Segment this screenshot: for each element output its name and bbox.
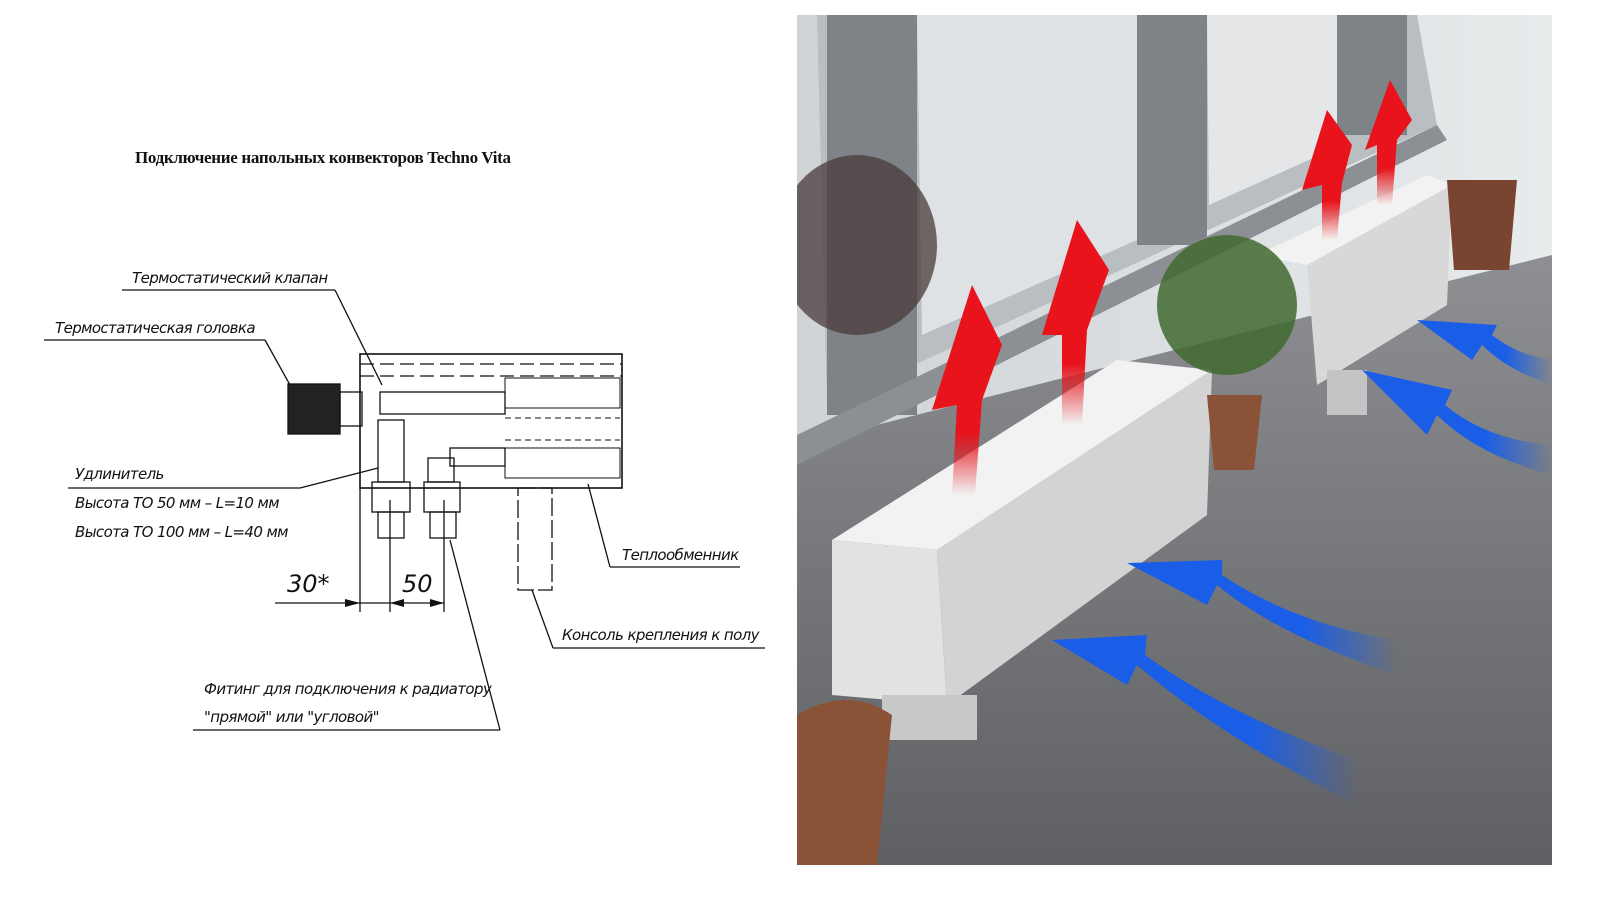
- label-fitting-line2: "прямой" или "угловой": [204, 708, 379, 726]
- plants: [797, 155, 1517, 865]
- label-fitting-line1: Фитинг для подключения к радиатору: [204, 680, 493, 698]
- warm-air-arrow: [1302, 110, 1352, 240]
- dimension-left: 30*: [287, 570, 330, 598]
- dimension-right: 50: [402, 570, 433, 598]
- label-heat-exchanger: Теплообменник: [622, 546, 739, 564]
- convector-front: [832, 360, 1212, 740]
- warm-air-arrows: [932, 80, 1412, 495]
- cold-air-arrows: [1052, 320, 1552, 805]
- label-extender-line1: Высота ТО 50 мм – L=10 мм: [75, 494, 279, 512]
- cold-air-arrow: [1417, 320, 1552, 385]
- warm-air-arrow: [1042, 220, 1109, 425]
- cold-air-arrow: [1052, 635, 1357, 805]
- label-floor-bracket: Консоль крепления к полу: [562, 626, 761, 644]
- cold-air-arrow: [1362, 370, 1552, 475]
- technical-drawing: Термостатический клапан Термостатическая…: [44, 269, 765, 731]
- diagram-title: Подключение напольных конвекторов Techno…: [135, 148, 511, 167]
- convector-photo: [797, 15, 1552, 865]
- label-extender: Удлинитель: [75, 465, 164, 483]
- label-thermostatic-head: Термостатическая головка: [55, 319, 255, 337]
- label-thermostatic-valve: Термостатический клапан: [132, 269, 328, 287]
- warm-air-arrow: [932, 285, 1002, 495]
- warm-air-arrow: [1365, 80, 1412, 205]
- label-extender-line2: Высота ТО 100 мм – L=40 мм: [75, 523, 288, 541]
- cold-air-arrow: [1127, 560, 1397, 675]
- convector-back: [1257, 175, 1452, 415]
